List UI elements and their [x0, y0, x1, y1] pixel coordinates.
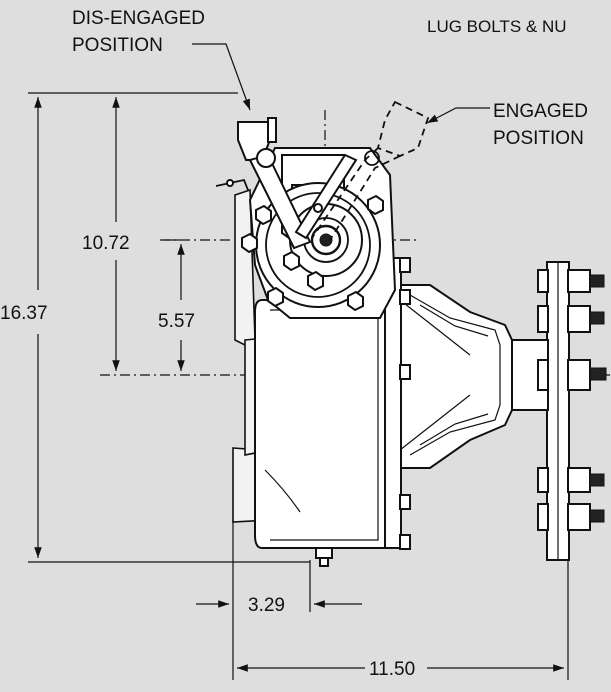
dim-overall-width: 11.50 — [369, 659, 415, 680]
engaged-leader — [426, 107, 490, 124]
engaged-lever-handle — [376, 100, 430, 157]
lever-disengaged — [215, 117, 312, 250]
gear-case-body — [254, 299, 386, 549]
disengaged-leader — [192, 43, 251, 111]
drain-plug — [315, 547, 333, 559]
disengaged-label-line2: POSITION — [72, 35, 163, 56]
lever-link — [294, 153, 358, 240]
output-flange — [509, 261, 607, 561]
lug-bolt-4 — [567, 467, 605, 493]
dim-shaft-height: 5.57 — [158, 311, 195, 332]
dim-overall-height: 16.37 — [0, 303, 48, 324]
callout-leaders — [192, 43, 490, 124]
engaged-label-line2: POSITION — [493, 128, 584, 149]
engaged-label-line1: ENGAGED — [493, 101, 588, 122]
disengaged-label-line1: DIS-ENGAGED — [72, 8, 205, 29]
dim-lever-height: 10.72 — [82, 233, 130, 254]
bell-housing — [384, 257, 513, 550]
lug-bolt-3 — [567, 359, 607, 391]
dim-body-width: 3.29 — [248, 595, 285, 616]
lever-engaged — [294, 100, 430, 241]
lug-bolt-5 — [567, 503, 605, 531]
dimensions — [28, 92, 569, 680]
input-shaft — [310, 224, 342, 256]
lug-bolt-2 — [567, 305, 605, 333]
lever-pivot — [256, 148, 276, 168]
labels: DIS-ENGAGED POSITION LUG BOLTS & NU ENGA… — [0, 8, 588, 680]
lug-bolt-1 — [567, 269, 605, 293]
lug-bolts-label: LUG BOLTS & NU — [427, 17, 567, 36]
flange-bolt-heads-left — [537, 269, 549, 531]
